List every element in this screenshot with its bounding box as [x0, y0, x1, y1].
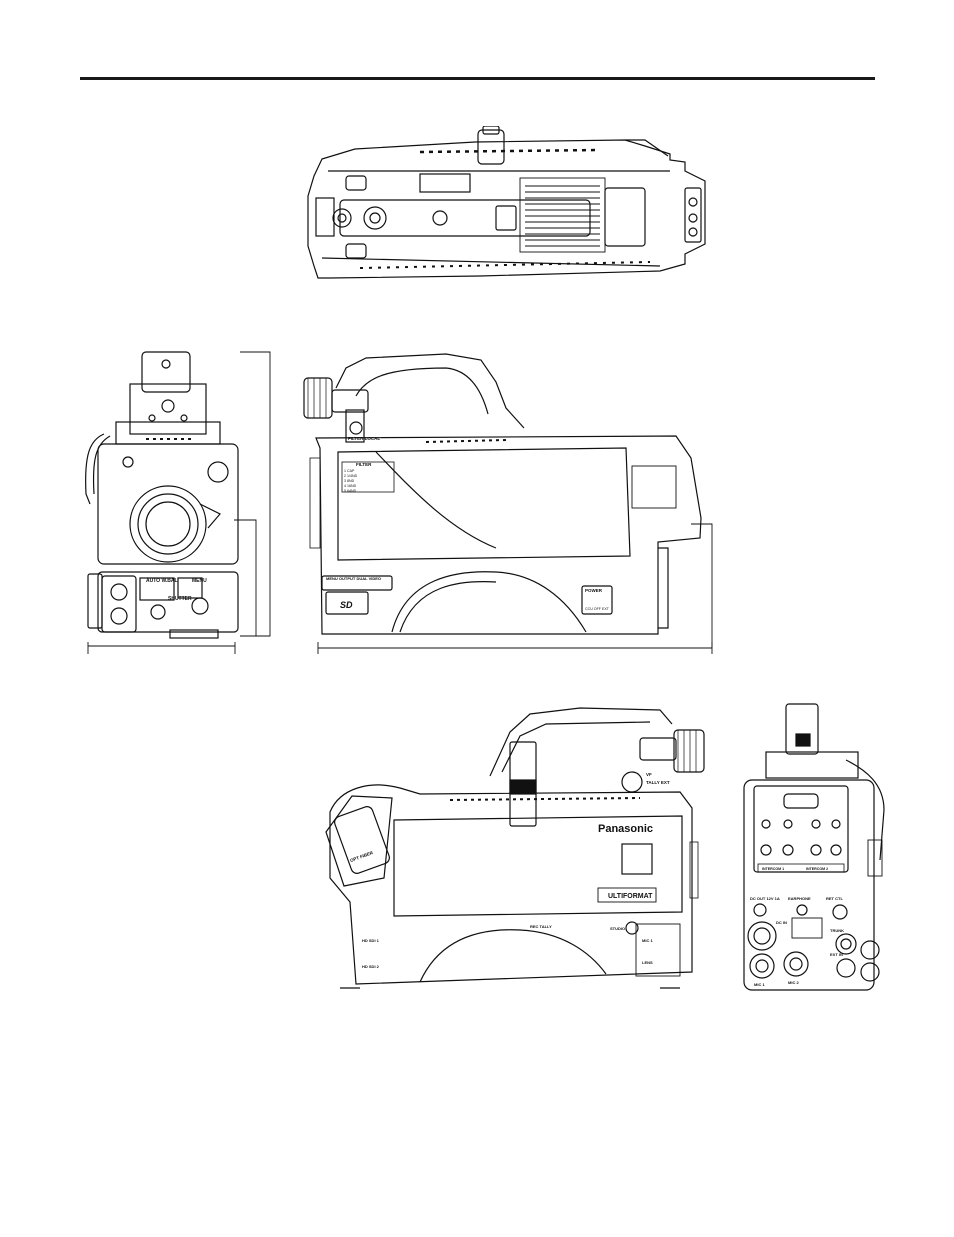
power-modes: CCU OFF EXT [585, 607, 610, 611]
power-label: POWER [585, 588, 603, 593]
menu-output-label: MENU OUTPUT DUAL VIDEO [326, 576, 381, 581]
mic1-label: MIC 1 [642, 938, 653, 943]
header-rule [80, 77, 875, 80]
auto-wb-label: AUTO W.BAL [146, 578, 178, 584]
lens-label: LENS [642, 960, 653, 965]
intercom2-label: INTERCOM 2 [806, 867, 828, 871]
camera-front-view: AUTO W.BAL MENU SHUTTER [80, 344, 276, 660]
mic2-rear-label: MIC 2 [788, 980, 799, 985]
tally-label: TALLY EXT [646, 780, 670, 785]
filter-row-5: 5 64ND [344, 489, 357, 493]
vf-label: VF [646, 772, 652, 777]
sd-logo: SD [340, 600, 353, 610]
panasonic-logo: Panasonic [598, 823, 653, 835]
filter-row-1: 1 CAP [344, 469, 355, 473]
filter-row-2: 2 1/4ND [344, 474, 358, 478]
hd-sdi2-label: HD SDI 2 [362, 964, 380, 969]
ext-in-label: EXT IN [830, 952, 843, 957]
dc-out-label: DC OUT 12V 1A [750, 896, 780, 901]
studio-label: STUDIO [610, 926, 625, 931]
intercom1-label: INTERCOM 1 [762, 867, 784, 871]
camera-top-view [300, 126, 715, 290]
menu-label: MENU [192, 578, 207, 584]
camera-left-side-view: FILTER 1 CAP 2 1/4ND 3 8ND 4 16ND 5 64ND… [296, 348, 716, 660]
camera-rear-view: INTERCOM 1 INTERCOM 2 DC OUT 12V 1A EARP… [736, 700, 892, 996]
trunk-label: TRUNK [830, 928, 844, 933]
filter-local-label: FILTER LOCAL [348, 436, 380, 441]
dc-in-label: DC IN [776, 920, 787, 925]
mic1-rear-label: MIC 1 [754, 982, 765, 987]
ret-ctl-label: RET CTL [826, 896, 843, 901]
hd-sdi1-label: HD SDI 1 [362, 938, 380, 943]
multiformat-logo: ULTIFORMAT [608, 893, 653, 900]
filter-row-4: 4 16ND [344, 484, 357, 488]
earphone-label: EARPHONE [788, 896, 811, 901]
camera-right-side-view: VF TALLY EXT OPT FIBER Panasonic ULTIFOR… [300, 702, 710, 994]
filter-row-3: 3 8ND [344, 479, 355, 483]
opt-fiber-label: OPT FIBER [349, 850, 374, 863]
shutter-label: SHUTTER [168, 596, 192, 602]
filter-table-title: FILTER [356, 462, 372, 467]
rec-tally-label: REC TALLY [530, 924, 552, 929]
